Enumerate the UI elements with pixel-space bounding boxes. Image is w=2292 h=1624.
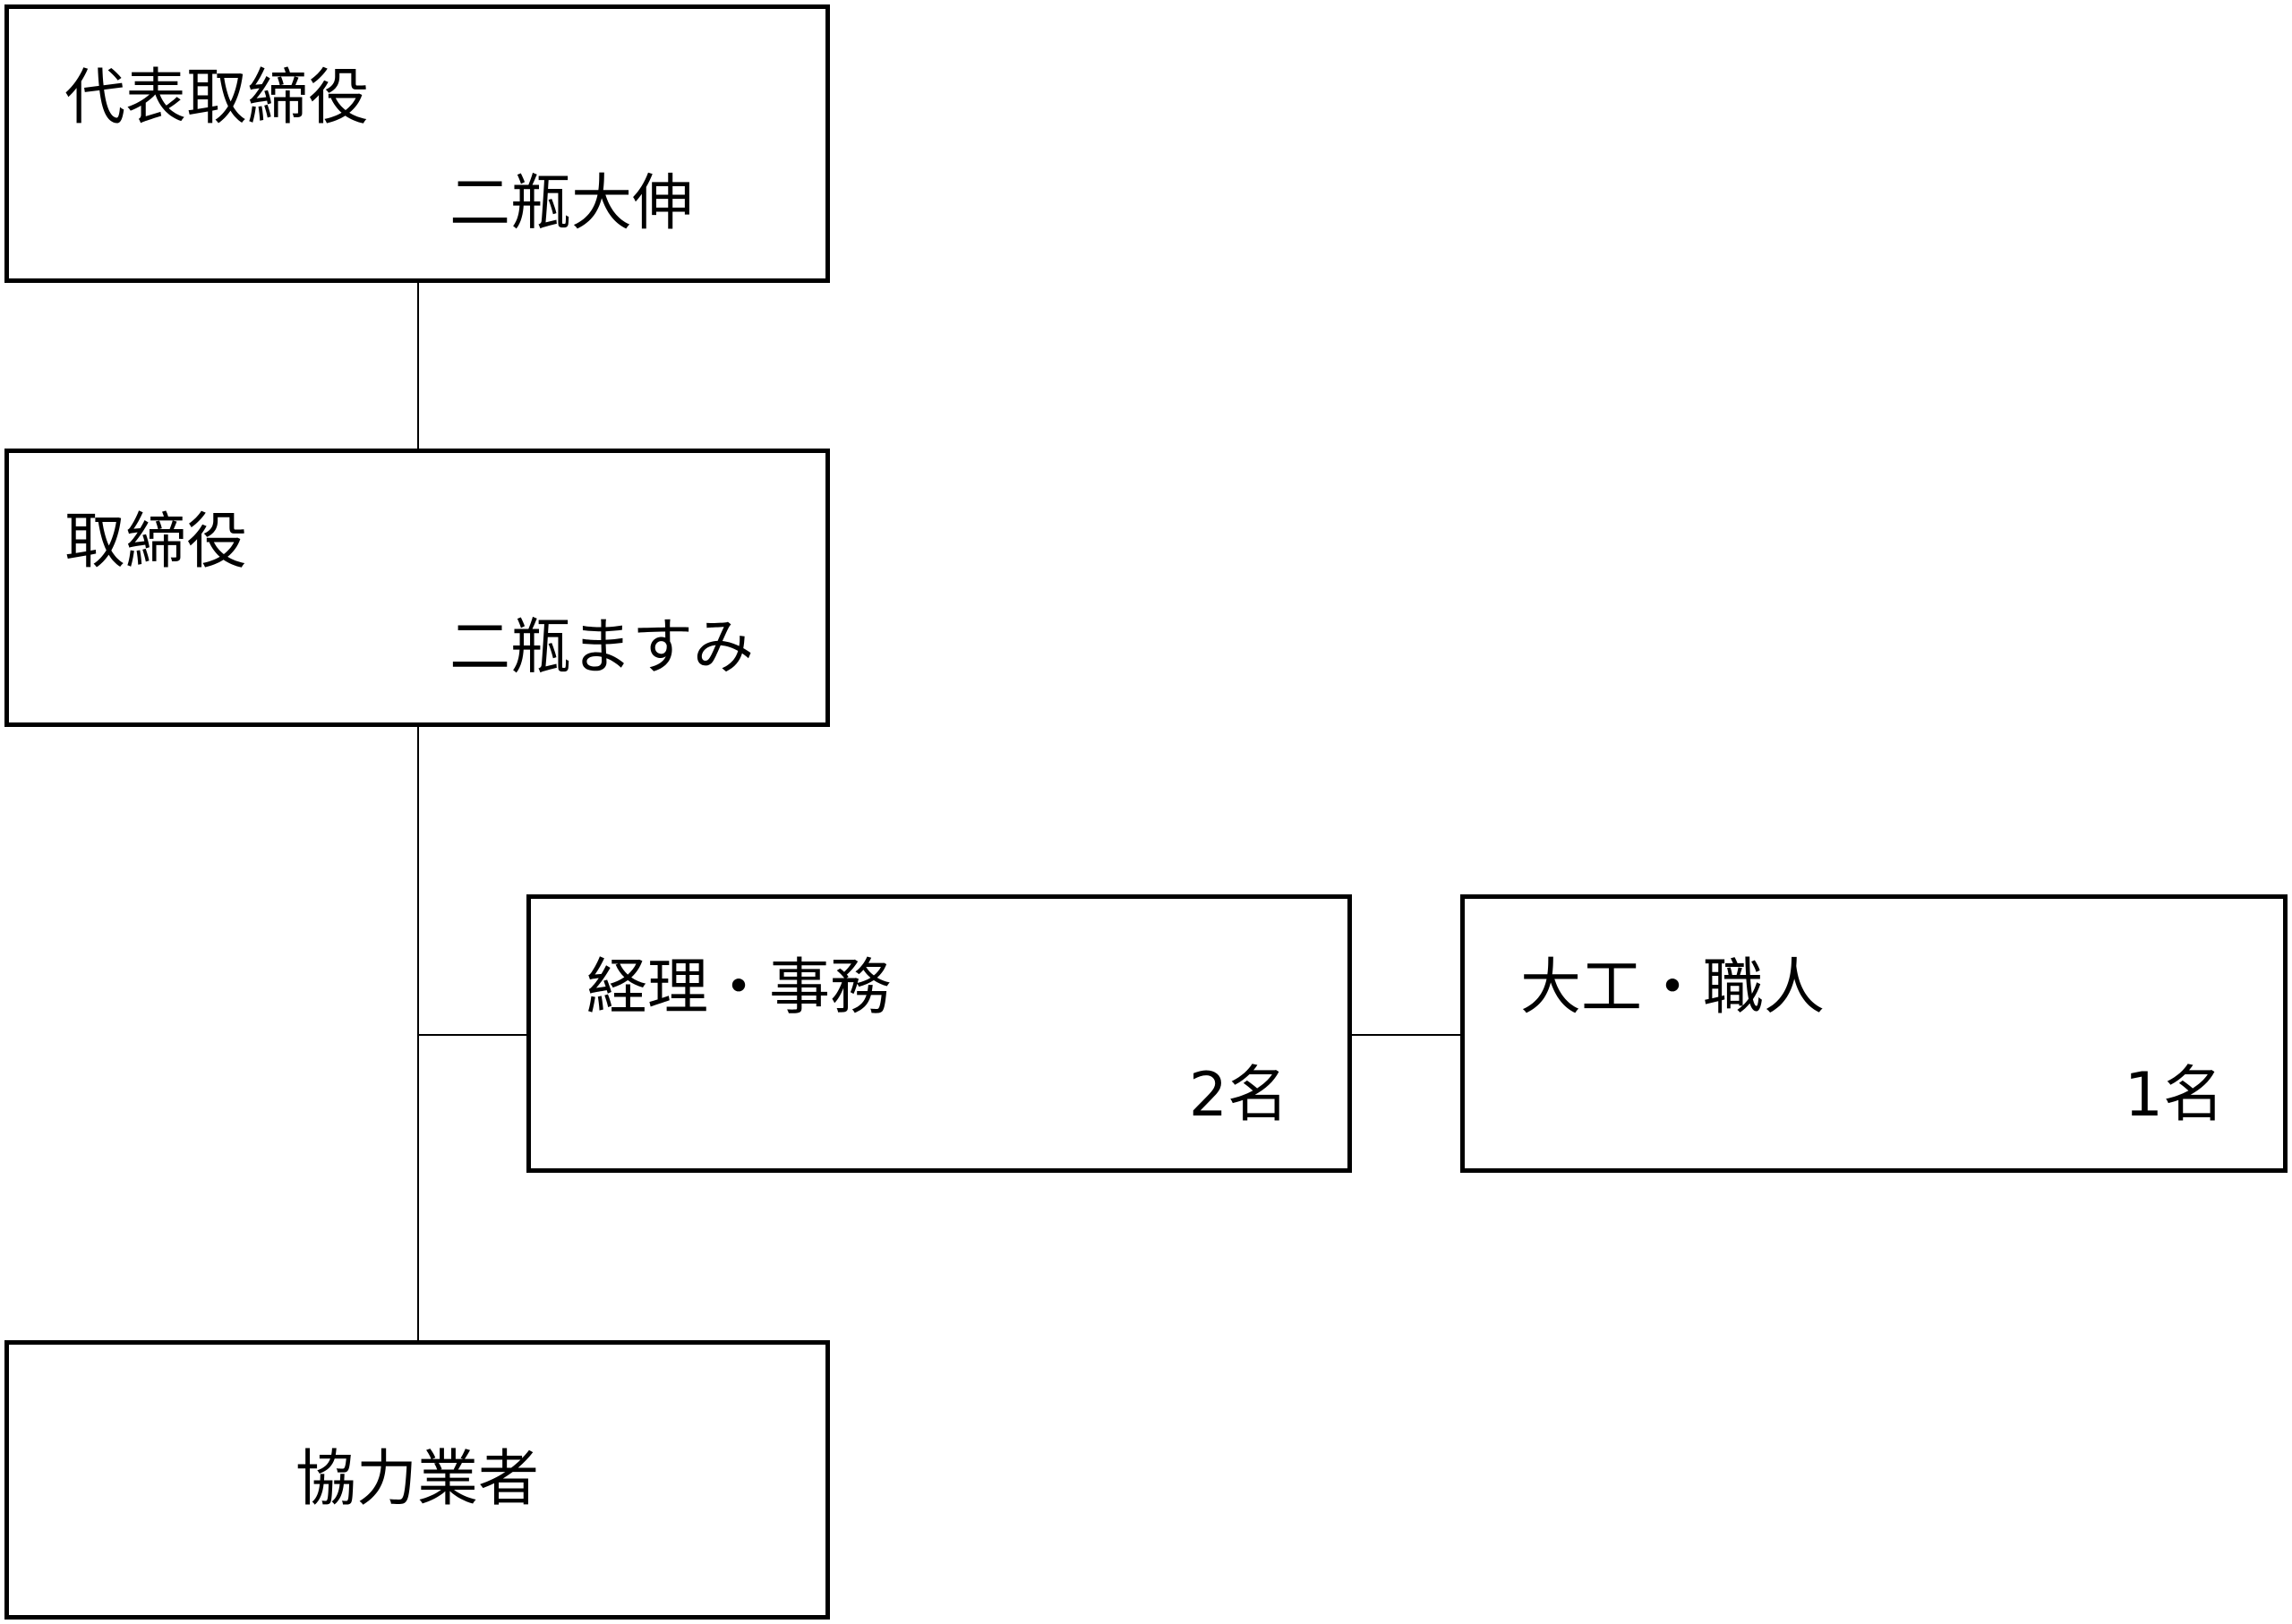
president-title: 代表取締役 bbox=[64, 63, 370, 133]
partners-title: 協力業者 bbox=[295, 1444, 539, 1515]
director-box: 取締役 二瓶ますみ bbox=[4, 449, 830, 727]
carpenters-count: 1名 bbox=[2124, 1060, 2224, 1131]
partners-box: 協力業者 bbox=[4, 1340, 830, 1620]
connector-line bbox=[417, 726, 419, 1340]
accounting-count: 2名 bbox=[1188, 1060, 1288, 1131]
connector-line bbox=[417, 1034, 526, 1036]
carpenters-title: 大工・職人 bbox=[1520, 953, 1826, 1023]
connector-line bbox=[417, 283, 419, 449]
president-name: 二瓶大伸 bbox=[449, 168, 694, 239]
president-box: 代表取締役 二瓶大伸 bbox=[4, 4, 830, 283]
director-title: 取締役 bbox=[64, 507, 248, 577]
accounting-title: 経理・事務 bbox=[586, 953, 892, 1023]
connector-line bbox=[1352, 1034, 1460, 1036]
director-name: 二瓶ますみ bbox=[449, 612, 755, 683]
accounting-box: 経理・事務 2名 bbox=[526, 894, 1352, 1173]
carpenters-box: 大工・職人 1名 bbox=[1460, 894, 2288, 1173]
